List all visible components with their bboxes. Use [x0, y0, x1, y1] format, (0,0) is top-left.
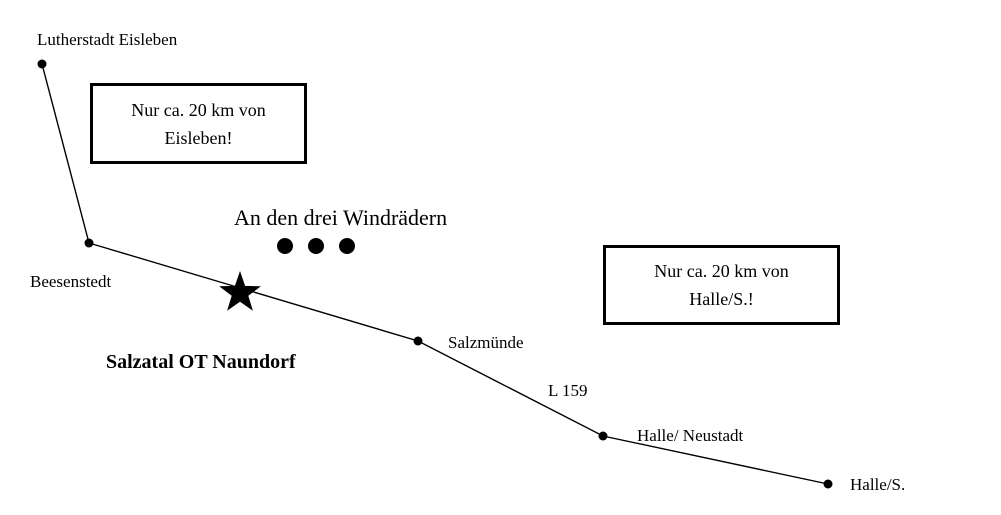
- town-marker-eisleben: [37, 59, 47, 69]
- road-label: L 159: [548, 381, 588, 400]
- town-marker-halle: [823, 479, 833, 489]
- info-box-halle-line1: Nur ca. 20 km von: [654, 261, 789, 281]
- town-label-eisleben: Lutherstadt Eisleben: [37, 30, 178, 49]
- windmill-dot: [308, 238, 324, 254]
- info-box-eisleben: Nur ca. 20 km von Eisleben!: [90, 83, 307, 164]
- windmill-dot: [277, 238, 293, 254]
- star-icon: [219, 271, 261, 311]
- town-marker-salzmuende: [413, 336, 423, 346]
- destination-name: Salzatal OT Naundorf: [106, 351, 296, 373]
- info-box-halle-line2: Halle/S.!: [689, 289, 754, 309]
- windmill-dot: [339, 238, 355, 254]
- town-marker-halle-neustadt: [598, 431, 608, 441]
- town-label-beesenstedt: Beesenstedt: [30, 272, 112, 291]
- town-marker-beesenstedt: [84, 238, 94, 248]
- info-box-eisleben-line1: Nur ca. 20 km von: [131, 99, 266, 120]
- info-box-halle: Nur ca. 20 km von Halle/S.!: [603, 245, 840, 325]
- town-label-halle: Halle/S.: [850, 475, 906, 494]
- town-label-halle-neustadt: Halle/ Neustadt: [637, 426, 744, 445]
- landmark-label: An den drei Windrädern: [234, 205, 448, 230]
- town-label-salzmuende: Salzmünde: [448, 333, 524, 352]
- info-box-eisleben-line2: Eisleben!: [164, 127, 233, 148]
